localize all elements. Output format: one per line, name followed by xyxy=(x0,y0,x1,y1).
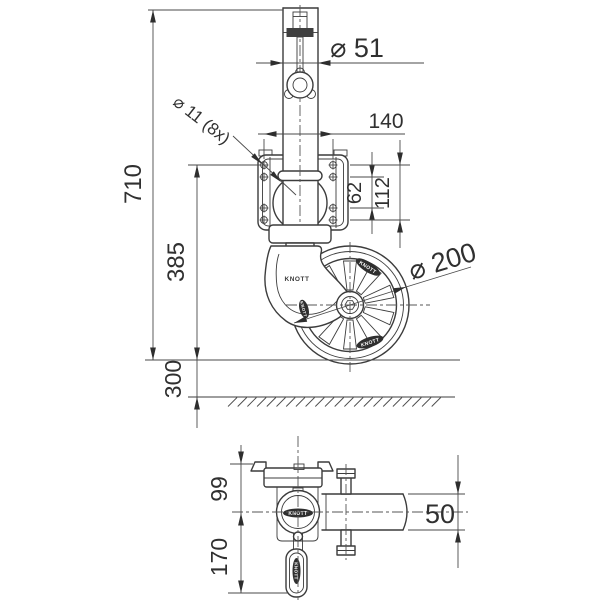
tire-badges: KNOTT KNOTT KNOTT xyxy=(299,258,384,349)
dim-50-label: 50 xyxy=(425,499,455,529)
crank-knob xyxy=(286,71,314,99)
hub-nut xyxy=(344,300,356,310)
dim-170-label: 170 xyxy=(206,538,232,576)
dim-170: 170 xyxy=(206,538,288,594)
fork-brand-label: KNOTT xyxy=(285,276,310,283)
dim-385-label: 385 xyxy=(163,242,190,282)
dim-200-label: ⌀ 200 xyxy=(405,237,480,286)
tire-badge-side: KNOTT xyxy=(299,301,308,318)
dim-710: 710 xyxy=(120,9,283,360)
dim-tube-diameter: ⌀ 51 xyxy=(256,33,424,66)
dim-710-label: 710 xyxy=(120,164,147,204)
crank-disc: KNOTT xyxy=(275,487,321,542)
outer-tube xyxy=(282,7,319,231)
bolt-holes xyxy=(259,160,338,225)
disc-brand-label: KNOTT xyxy=(288,511,307,517)
clamp-flange xyxy=(250,461,334,488)
front-view: KNOTT KNOTT KNOTT KNOTT xyxy=(120,5,480,428)
dim-385: 385 xyxy=(163,164,260,360)
bottom-view: KNOTT KNOTT 99 170 xyxy=(206,436,468,600)
dim-140-label: 140 xyxy=(368,110,403,133)
dim-62-label: 62 xyxy=(344,182,366,204)
dim-11-label: ⌀ 11 (8x) xyxy=(170,92,234,148)
dim-300: 300 xyxy=(160,360,200,428)
handle-brand-label: KNOTT xyxy=(294,562,299,580)
ground xyxy=(145,359,460,407)
dim-112-label: 112 xyxy=(372,177,394,209)
crank-handle: KNOTT xyxy=(285,533,308,598)
dim-99-label: 99 xyxy=(206,476,232,502)
tire-badge-bottom: KNOTT xyxy=(360,337,380,349)
dim-51-label: ⌀ 51 xyxy=(330,33,384,63)
crank-mechanism xyxy=(283,11,318,99)
dim-99: 99 xyxy=(206,445,253,593)
dim-50: 50 xyxy=(408,455,465,568)
dim-300-label: 300 xyxy=(160,360,186,398)
ground-hatching xyxy=(227,397,442,407)
dim-112: 112 xyxy=(350,140,410,248)
crank-pivot xyxy=(286,28,314,37)
dim-140: 140 xyxy=(258,110,405,159)
